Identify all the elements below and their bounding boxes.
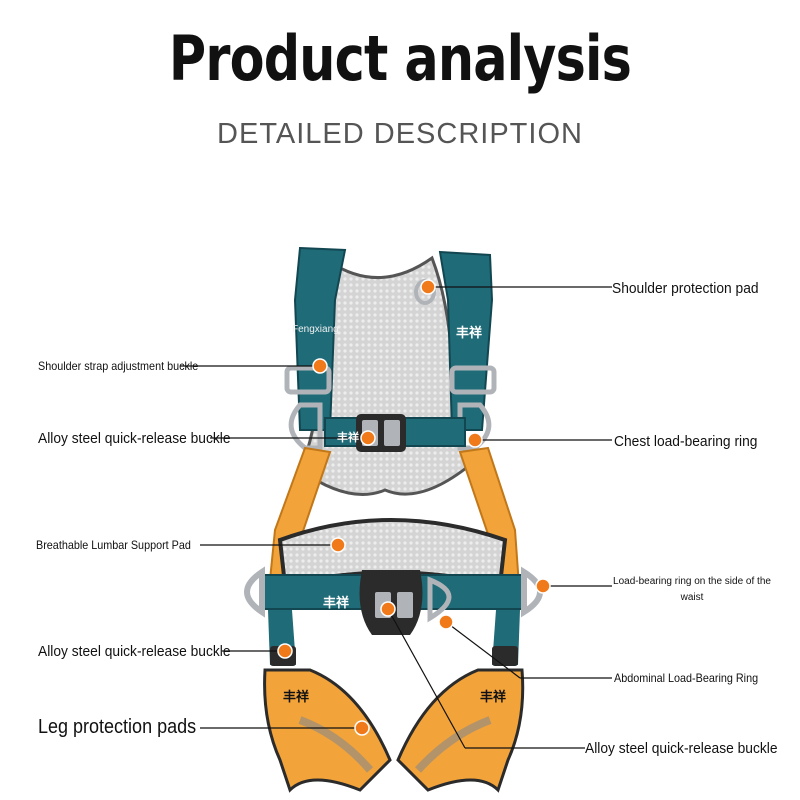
callout-dots (277, 279, 551, 736)
right-chest-ring (457, 402, 492, 451)
label-chest-buckle: Alloy steel quick-release buckle (38, 430, 231, 447)
label-abdominal-ring: Abdominal Load-Bearing Ring (614, 671, 759, 685)
label-chest-ring: Chest load-bearing ring (614, 433, 758, 450)
abdominal-ring (427, 576, 452, 623)
badge-left-leg: 丰祥 (283, 689, 310, 704)
label-shoulder-pad: Shoulder protection pad (612, 280, 759, 297)
badge-right-leg: 丰祥 (480, 689, 507, 704)
label-shoulder-adjust: Shoulder strap adjustment buckle (38, 359, 199, 373)
right-waist-ring (521, 566, 543, 618)
brand-label: Fengxiang (292, 324, 339, 335)
label-leg-buckle: Alloy steel quick-release buckle (38, 643, 231, 660)
label-bottom-buckle: Alloy steel quick-release buckle (585, 740, 778, 757)
left-waist-ring (244, 566, 265, 618)
label-waist-ring-line2: waist (680, 592, 704, 603)
leader-lines (180, 286, 612, 749)
right-adjust-buckle (449, 365, 497, 395)
label-waist-ring-line1: Load-bearing ring on the side of the (613, 576, 771, 587)
label-lumbar-pad: Breathable Lumbar Support Pad (36, 538, 191, 552)
label-leg-pads: Leg protection pads (38, 716, 197, 738)
badge-chest: 丰祥 (337, 432, 359, 444)
badge-waist: 丰祥 (323, 595, 350, 610)
page-subtitle: DETAILED DESCRIPTION (217, 118, 583, 150)
left-chest-ring (288, 402, 323, 451)
left-adjust-buckle (284, 365, 332, 395)
page-title: Product analysis (168, 22, 632, 95)
badge-shoulder: 丰祥 (456, 325, 483, 340)
label-waist-ring: Load-bearing ring on the side of the wai… (612, 574, 772, 606)
right-leg-buckle (492, 646, 518, 666)
